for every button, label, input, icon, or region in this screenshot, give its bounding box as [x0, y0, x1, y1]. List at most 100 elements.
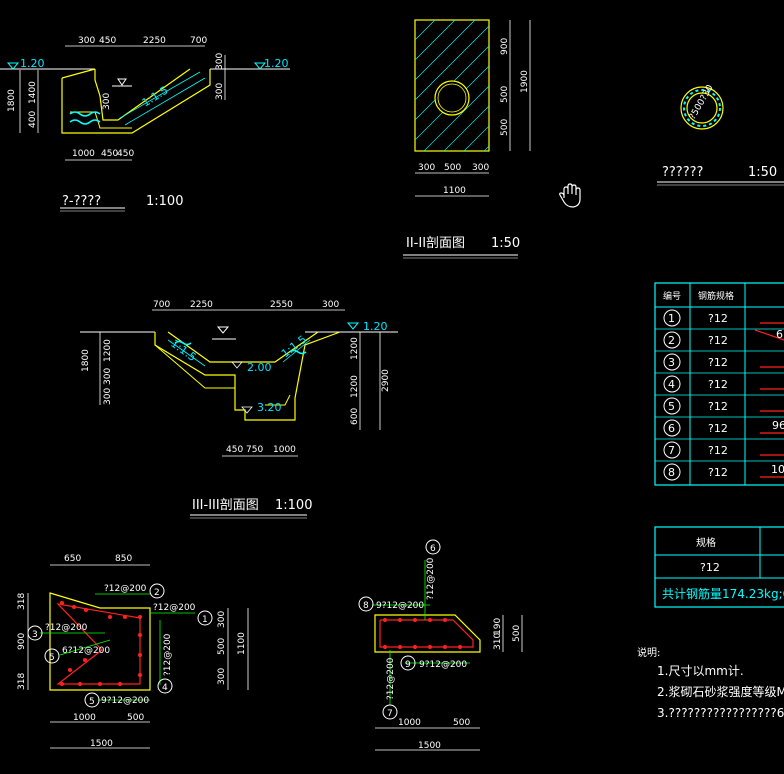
svg-text:1: 1: [202, 615, 208, 625]
s3-scale: 1:100: [275, 498, 312, 513]
table-row: 4 ?12: [663, 375, 728, 393]
s2-dim-right-2: 500: [500, 86, 510, 103]
r1-label-4: 4 ?12@200: [157, 633, 173, 694]
table-header-spec: 钢筋规格: [698, 290, 734, 302]
r1-dim-right-2: 500: [217, 638, 227, 655]
svg-text:?12: ?12: [708, 356, 728, 369]
s3-title: III-III剖面图: [192, 498, 259, 513]
pan-hand-icon[interactable]: [559, 183, 581, 208]
notes-item-2: 2.浆砌石砂浆强度等级M10,混凝土强: [657, 684, 784, 699]
table-row: 8 ?12 10: [663, 463, 784, 481]
svg-text:6: 6: [776, 328, 783, 341]
s2-dim-bottom-3: 300: [472, 163, 489, 173]
summary-total: 共计钢筋量174.23kg;C25: [662, 586, 784, 601]
svg-text:9?12@200: 9?12@200: [419, 660, 467, 670]
s1-level-left: 1.20: [20, 57, 45, 70]
r1-dim-left-1: 318: [17, 593, 27, 610]
s1-title: ?-????: [62, 194, 101, 209]
s3-dim-right-1: 1200: [350, 337, 360, 360]
table-row: 5 ?12: [663, 397, 728, 415]
svg-text:8: 8: [668, 466, 675, 479]
r2-dim-right-total: 500: [512, 625, 522, 642]
svg-text:4: 4: [162, 683, 168, 693]
svg-text:6: 6: [430, 544, 436, 554]
s1-dim-top-2: 450: [99, 36, 116, 46]
svg-text:9: 9: [405, 660, 411, 670]
r2-label-6: 6 ?12@200: [425, 539, 441, 600]
summary-spec: ?12: [700, 561, 720, 574]
s1-dim-bottom-2: 450: [101, 149, 118, 159]
table-row: 6 ?12 96: [663, 419, 784, 437]
svg-text:8: 8: [363, 601, 369, 611]
s3-dim-left-3: 300: [103, 368, 113, 385]
r2-dim-total: 1500: [418, 741, 441, 751]
rebar-table: [654, 282, 784, 486]
r1-dim-top-2: 850: [115, 554, 132, 564]
s3-dim-top-2: 2250: [190, 300, 213, 310]
s1-dim-bottom-1: 1000: [72, 149, 95, 159]
s1-dim-left-3: 400: [28, 111, 38, 128]
svg-text:?12@200: ?12@200: [426, 557, 436, 600]
s1-dim-mid: 300: [102, 93, 112, 110]
s2-dim-bottom-2: 500: [444, 163, 461, 173]
notes-title: 说明:: [637, 646, 660, 659]
s3-dim-bottom-2: 750: [246, 445, 263, 455]
summary-table: [654, 526, 784, 608]
svg-text:1: 1: [668, 312, 675, 325]
svg-text:?12: ?12: [708, 334, 728, 347]
table-row: 3 ?12: [663, 353, 728, 371]
section3-drawing: [80, 309, 398, 519]
r1-dim-top-1: 650: [64, 554, 81, 564]
svg-text:?12@200: ?12@200: [45, 623, 88, 633]
svg-text:2: 2: [154, 588, 160, 598]
r1-label-2: 2 ?12@200: [104, 583, 165, 599]
r2-label-9: 9 9?12@200: [400, 655, 467, 671]
s3-dim-left-1: 1800: [81, 349, 91, 372]
section2-drawing: [403, 19, 531, 259]
rebar1-drawing: [27, 564, 249, 749]
r2-label-7: 7 ?12@200: [382, 657, 398, 720]
s1-dim-top-1: 300: [78, 36, 95, 46]
svg-text:?12@200: ?12@200: [153, 603, 196, 613]
s3-level-bottom: 3.20: [257, 401, 282, 414]
r1-dim-right-1: 300: [217, 611, 227, 628]
s2-dim-right-1: 900: [500, 38, 510, 55]
r1-dim-bottom-2: 500: [127, 713, 144, 723]
r2-dim-bottom-1: 1000: [398, 718, 421, 728]
svg-text:3: 3: [32, 630, 38, 640]
s3-dim-left-2: 1200: [103, 339, 113, 362]
r1-dim-total: 1500: [90, 739, 113, 749]
pipe-drawing: [657, 86, 784, 186]
table-header-num: 编号: [663, 290, 681, 302]
s1-dim-bottom-3: 450: [117, 149, 134, 159]
section1-drawing: [0, 45, 290, 212]
s3-dim-right-3: 600: [350, 408, 360, 425]
r2-dim-bottom-2: 500: [453, 718, 470, 728]
r2-dim-right-1: 310: [493, 633, 503, 650]
svg-text:6: 6: [668, 422, 675, 435]
svg-text:6?12@200: 6?12@200: [62, 646, 110, 656]
s3-dim-top-1: 700: [153, 300, 170, 310]
s2-dim-right-3: 500: [500, 119, 510, 136]
svg-text:2: 2: [668, 334, 675, 347]
r1-label-1: 1 ?12@200: [153, 603, 213, 626]
s3-dim-top-4: 300: [322, 300, 339, 310]
r1-dim-left-2: 900: [17, 633, 27, 650]
summary-header: 规格: [696, 536, 716, 549]
s2-dim-total: 1100: [443, 186, 466, 196]
svg-text:10: 10: [771, 463, 784, 476]
svg-text:?12: ?12: [708, 466, 728, 479]
r1-label-3: 3 ?12@200: [27, 623, 88, 641]
r1-label-5b: 5 9?12@200: [84, 692, 149, 708]
svg-text:?12: ?12: [708, 400, 728, 413]
svg-text:7: 7: [387, 709, 393, 719]
r1-dim-left-3: 318: [17, 673, 27, 690]
svg-text:?12: ?12: [708, 312, 728, 325]
r1-dim-right-3: 300: [217, 668, 227, 685]
s1-dim-left-2: 1400: [28, 81, 38, 104]
svg-text:3: 3: [668, 356, 675, 369]
s2-scale: 1:50: [491, 236, 520, 251]
s3-dim-top-3: 2550: [270, 300, 293, 310]
svg-text:9?12@200: 9?12@200: [376, 601, 424, 611]
